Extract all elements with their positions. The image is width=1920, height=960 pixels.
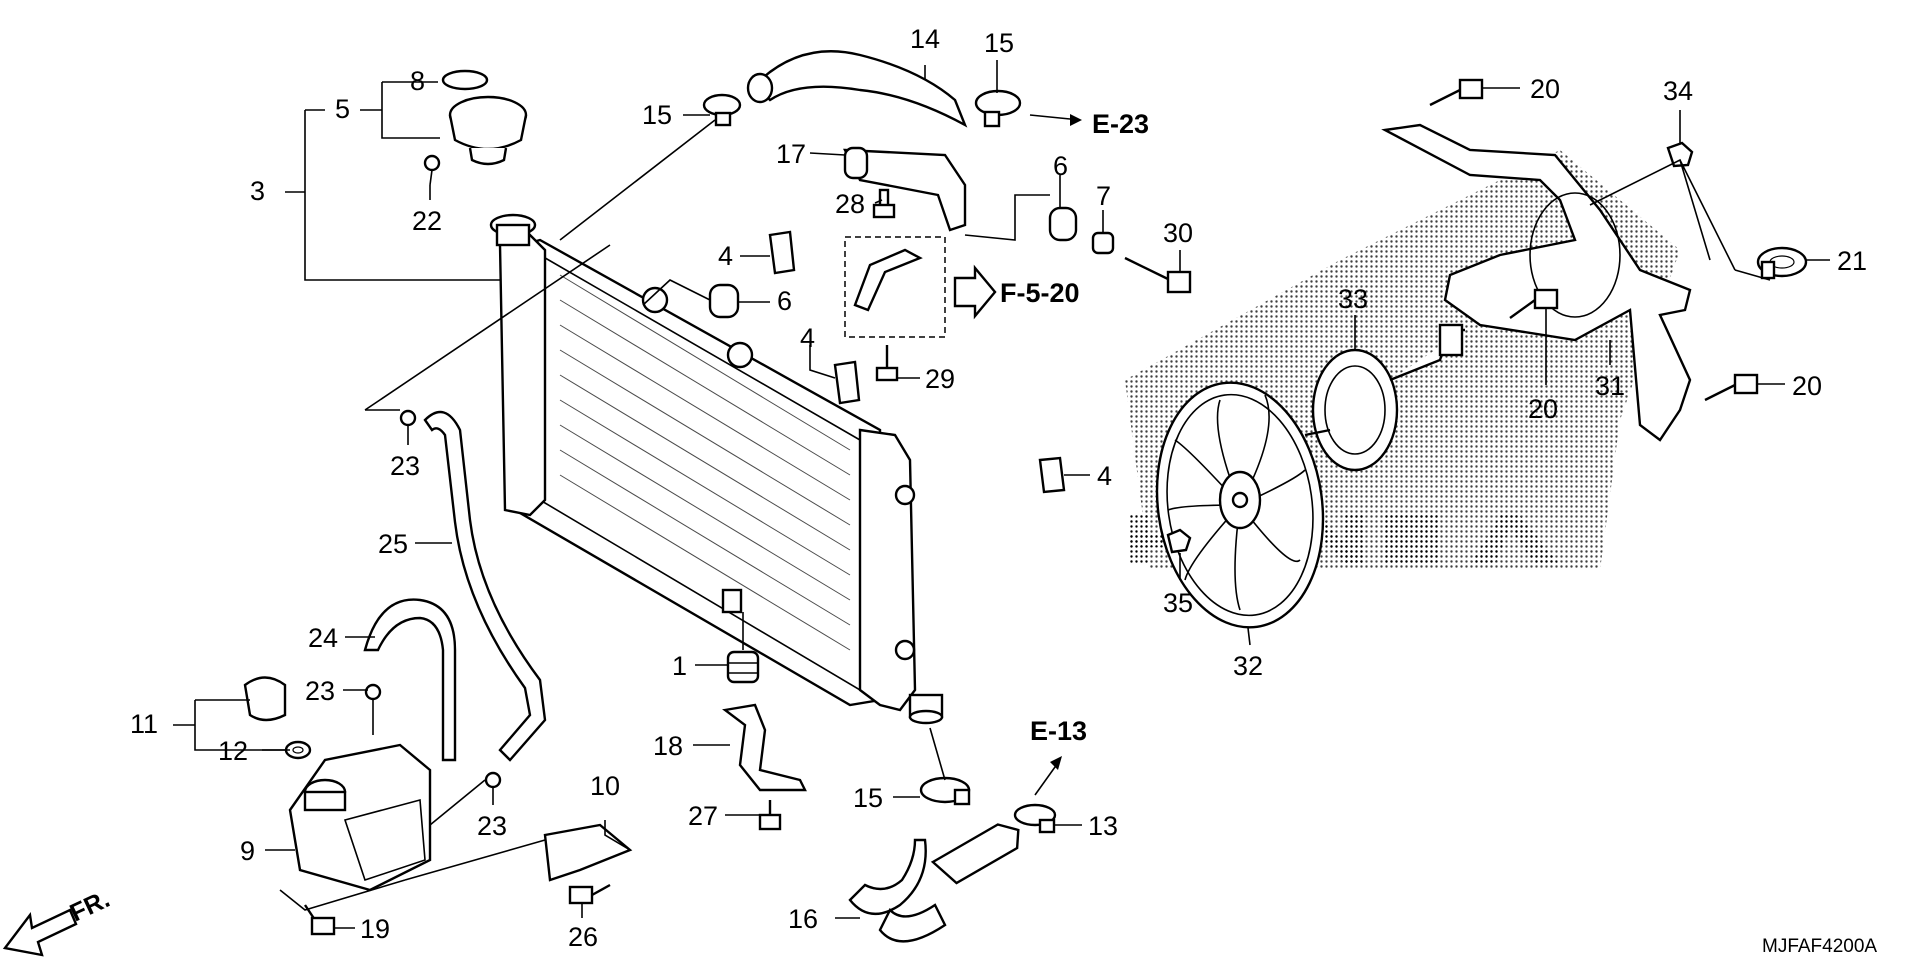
hose-clamp-lower	[919, 776, 971, 806]
callout-26: 26	[568, 922, 598, 952]
clip-4-right	[1038, 456, 1066, 494]
front-arrow: FR.	[2, 885, 114, 957]
callout-4: 4	[1097, 461, 1112, 491]
callout-21: 21	[1837, 246, 1867, 276]
lower-hose	[848, 838, 927, 915]
clip-23-upper	[399, 409, 417, 427]
callout-6: 6	[1053, 151, 1068, 181]
bolt-26	[568, 883, 611, 905]
clip-23-mid	[364, 683, 382, 701]
dashed-box	[844, 236, 946, 338]
clamp-21	[1756, 246, 1808, 280]
callout-18: 18	[653, 731, 683, 761]
radiator	[489, 213, 944, 725]
overflow-hose	[363, 598, 457, 762]
ref-f520: F-5-20	[1000, 278, 1080, 308]
callout-12: 12	[218, 736, 248, 766]
bolt-27	[758, 800, 782, 831]
bolt-19	[304, 904, 336, 936]
callout-10: 10	[590, 771, 620, 801]
callout-11: 11	[130, 709, 158, 739]
leader-lines	[173, 60, 1830, 929]
callout-16: 16	[788, 904, 818, 934]
clip-4-mid	[833, 360, 861, 405]
callout-8: 8	[410, 66, 425, 96]
callout-27: 27	[688, 801, 718, 831]
callout-6: 6	[777, 286, 792, 316]
hose-clamp-upper-right	[974, 89, 1022, 128]
callout-28: 28	[835, 189, 865, 219]
clip-23-lower	[484, 771, 502, 789]
grommet-upper	[1048, 206, 1078, 242]
callout-3: 3	[250, 176, 265, 206]
callout-4: 4	[718, 241, 733, 271]
mount-rubber	[726, 650, 760, 684]
grommet-mid	[708, 283, 740, 319]
reserve-tank-cap	[243, 676, 287, 722]
o-ring	[284, 740, 312, 760]
callout-9: 9	[240, 836, 255, 866]
callout-15: 15	[984, 28, 1014, 58]
callout-4: 4	[800, 323, 815, 353]
ref-e13: E-13	[1030, 716, 1087, 746]
callout-19: 19	[360, 914, 390, 944]
upper-hose	[753, 50, 968, 128]
reserve-tank	[288, 743, 432, 892]
ref-e23: E-23	[1092, 109, 1149, 139]
bolt-28	[872, 188, 896, 219]
callout-33: 33	[1338, 284, 1368, 314]
callout-23: 23	[390, 451, 420, 481]
callout-1: 1	[672, 651, 687, 681]
callout-20: 20	[1528, 394, 1558, 424]
fan-shroud	[1381, 123, 1692, 442]
callout-23: 23	[477, 811, 507, 841]
hose-clamp-13	[1013, 803, 1057, 834]
callout-25: 25	[378, 529, 408, 559]
callout-20: 20	[1792, 371, 1822, 401]
tank-bracket	[543, 823, 633, 882]
callout-23: 23	[305, 676, 335, 706]
callout-29: 29	[925, 364, 955, 394]
callout-15: 15	[853, 783, 883, 813]
callout-22: 22	[412, 206, 442, 236]
callout-24: 24	[308, 623, 338, 653]
bolt-29	[875, 345, 899, 382]
callout-5: 5	[335, 94, 350, 124]
callout-34: 34	[1663, 76, 1693, 106]
fan-motor	[1304, 323, 1465, 472]
stay	[853, 248, 923, 312]
callout-20: 20	[1530, 74, 1560, 104]
collar	[1091, 231, 1115, 255]
cap-seal	[441, 69, 489, 91]
cap-screw	[423, 154, 441, 186]
callout-17: 17	[776, 139, 806, 169]
callout-14: 14	[910, 24, 940, 54]
callout-31: 31	[1595, 371, 1625, 401]
bracket-18	[722, 703, 807, 792]
bolt-20-right	[1704, 373, 1759, 402]
f520-arrow	[953, 264, 997, 320]
hose-clamp-upper-left	[702, 93, 742, 127]
callout-15: 15	[642, 100, 672, 130]
fan-blade	[1155, 381, 1325, 629]
siphon-hose	[423, 410, 547, 762]
callout-32: 32	[1233, 651, 1263, 681]
clip-4-upper	[768, 230, 796, 275]
callout-labels: 1 3 4 4 4 5 6 6 7 8 9 10 11 12 13 14 15 …	[130, 24, 1867, 952]
bolt-30	[1124, 256, 1192, 294]
diagram-code: MJFAF4200A	[1762, 936, 1877, 957]
bolt-20-top	[1429, 78, 1484, 107]
radiator-cap	[448, 95, 528, 166]
nut-35	[1166, 528, 1192, 554]
callout-30: 30	[1163, 218, 1193, 248]
callout-13: 13	[1088, 811, 1118, 841]
bracket-17	[843, 148, 967, 232]
callout-7: 7	[1096, 181, 1111, 211]
callout-35: 35	[1163, 588, 1193, 618]
